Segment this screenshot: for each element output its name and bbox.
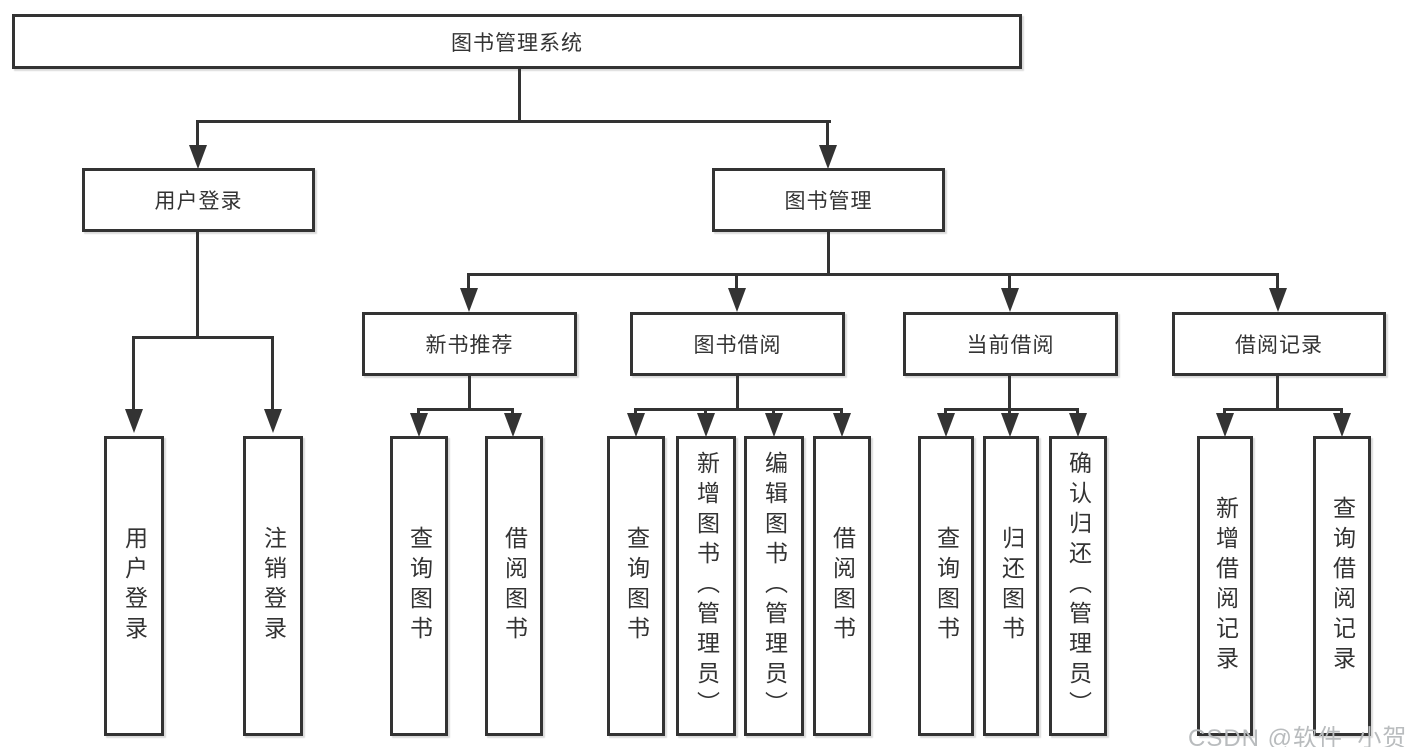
leaf-logout-label: 注销登录 (260, 526, 287, 646)
leaf-recommend-query-books: 查询图书 (390, 436, 448, 736)
arrowhead-down-icon (1269, 288, 1287, 312)
arrowhead-down-icon (460, 288, 478, 312)
arrowhead-down-icon (937, 413, 955, 437)
leaf-borrowing-borrow-books-label: 借阅图书 (829, 526, 856, 646)
node-user-login-label: 用户登录 (154, 190, 243, 213)
arrowhead-down-icon (125, 409, 143, 433)
connector-line (132, 336, 135, 410)
connector-line (467, 273, 470, 290)
arrowhead-down-icon (697, 413, 715, 437)
arrowhead-down-icon (264, 409, 282, 433)
leaf-recommend-query-books-label: 查询图书 (406, 526, 433, 646)
leaf-current-return-books-label: 归还图书 (998, 526, 1025, 646)
leaf-current-query-books-label: 查询图书 (933, 526, 960, 646)
connector-line (827, 232, 830, 273)
connector-line (826, 120, 829, 146)
leaf-recommend-borrow-books: 借阅图书 (485, 436, 543, 736)
leaf-current-confirm-return-admin: 确认归还（管理员） (1049, 436, 1107, 736)
connector-line (197, 120, 831, 123)
leaf-borrowing-add-books-admin: 新增图书（管理员） (676, 436, 736, 736)
node-new-book-recommend: 新书推荐 (362, 312, 577, 376)
node-user-login: 用户登录 (82, 168, 315, 232)
connector-line (736, 376, 739, 408)
leaf-borrowing-query-books-label: 查询图书 (623, 526, 650, 646)
leaf-records-query-record: 查询借阅记录 (1313, 436, 1371, 736)
arrowhead-down-icon (833, 413, 851, 437)
arrowhead-down-icon (1001, 413, 1019, 437)
node-current-borrowing-label: 当前借阅 (966, 334, 1055, 357)
node-book-management-label: 图书管理 (784, 190, 873, 213)
connector-line (1276, 376, 1279, 408)
leaf-current-confirm-return-admin-label: 确认归还（管理员） (1065, 451, 1092, 721)
connector-line (518, 69, 521, 120)
leaf-borrowing-add-books-admin-label: 新增图书（管理员） (693, 451, 720, 721)
arrowhead-down-icon (627, 413, 645, 437)
connector-line (772, 408, 775, 414)
leaf-user-login-label: 用户登录 (121, 526, 148, 646)
arrowhead-down-icon (1001, 288, 1019, 312)
node-root-system-label: 图书管理系统 (451, 31, 583, 55)
node-book-borrowing-label: 图书借阅 (693, 334, 782, 357)
arrowhead-down-icon (819, 145, 837, 169)
connector-line (271, 336, 274, 410)
arrowhead-down-icon (765, 413, 783, 437)
connector-line (735, 273, 738, 290)
node-current-borrowing: 当前借阅 (903, 312, 1118, 376)
node-borrowing-records: 借阅记录 (1172, 312, 1386, 376)
arrowhead-down-icon (1333, 413, 1351, 437)
leaf-logout: 注销登录 (243, 436, 303, 736)
arrowhead-down-icon (504, 413, 522, 437)
connector-line (1008, 273, 1011, 290)
connector-line (468, 376, 471, 408)
connector-line (196, 120, 199, 146)
arrowhead-down-icon (189, 145, 207, 169)
node-root-system: 图书管理系统 (12, 14, 1022, 69)
arrowhead-down-icon (1069, 413, 1087, 437)
connector-line (945, 408, 1079, 411)
connector-line (1340, 408, 1343, 414)
leaf-borrowing-query-books: 查询图书 (607, 436, 665, 736)
connector-line (418, 408, 514, 411)
leaf-borrowing-edit-books-admin: 编辑图书（管理员） (744, 436, 804, 736)
leaf-records-add-record: 新增借阅记录 (1197, 436, 1253, 736)
connector-line (840, 408, 843, 414)
connector-line (196, 232, 199, 336)
connector-line (634, 408, 637, 414)
leaf-current-query-books: 查询图书 (918, 436, 974, 736)
connector-line (1076, 408, 1079, 414)
leaf-borrowing-edit-books-admin-label: 编辑图书（管理员） (761, 451, 788, 721)
connector-line (417, 408, 420, 414)
connector-line (1008, 376, 1011, 408)
node-borrowing-records-label: 借阅记录 (1235, 334, 1323, 357)
leaf-current-return-books: 归还图书 (983, 436, 1039, 736)
leaf-records-query-record-label: 查询借阅记录 (1329, 496, 1356, 676)
node-book-borrowing: 图书借阅 (630, 312, 845, 376)
csdn-watermark: CSDN @软件_小贺同学 (1188, 725, 1405, 747)
connector-line (634, 408, 843, 411)
leaf-recommend-borrow-books-label: 借阅图书 (501, 526, 528, 646)
connector-line (704, 408, 707, 414)
leaf-user-login: 用户登录 (104, 436, 164, 736)
connector-line (511, 408, 514, 414)
arrowhead-down-icon (1216, 413, 1234, 437)
connector-line (1008, 408, 1011, 414)
node-book-management: 图书管理 (712, 168, 945, 232)
leaf-borrowing-borrow-books: 借阅图书 (813, 436, 871, 736)
connector-line (133, 336, 274, 339)
node-new-book-recommend-label: 新书推荐 (425, 334, 514, 357)
leaf-records-add-record-label: 新增借阅记录 (1212, 496, 1239, 676)
connector-line (1276, 273, 1279, 290)
connector-line (468, 273, 1279, 276)
arrowhead-down-icon (410, 413, 428, 437)
connector-line (944, 408, 947, 414)
connector-line (1224, 408, 1343, 411)
arrowhead-down-icon (728, 288, 746, 312)
connector-line (1223, 408, 1226, 414)
